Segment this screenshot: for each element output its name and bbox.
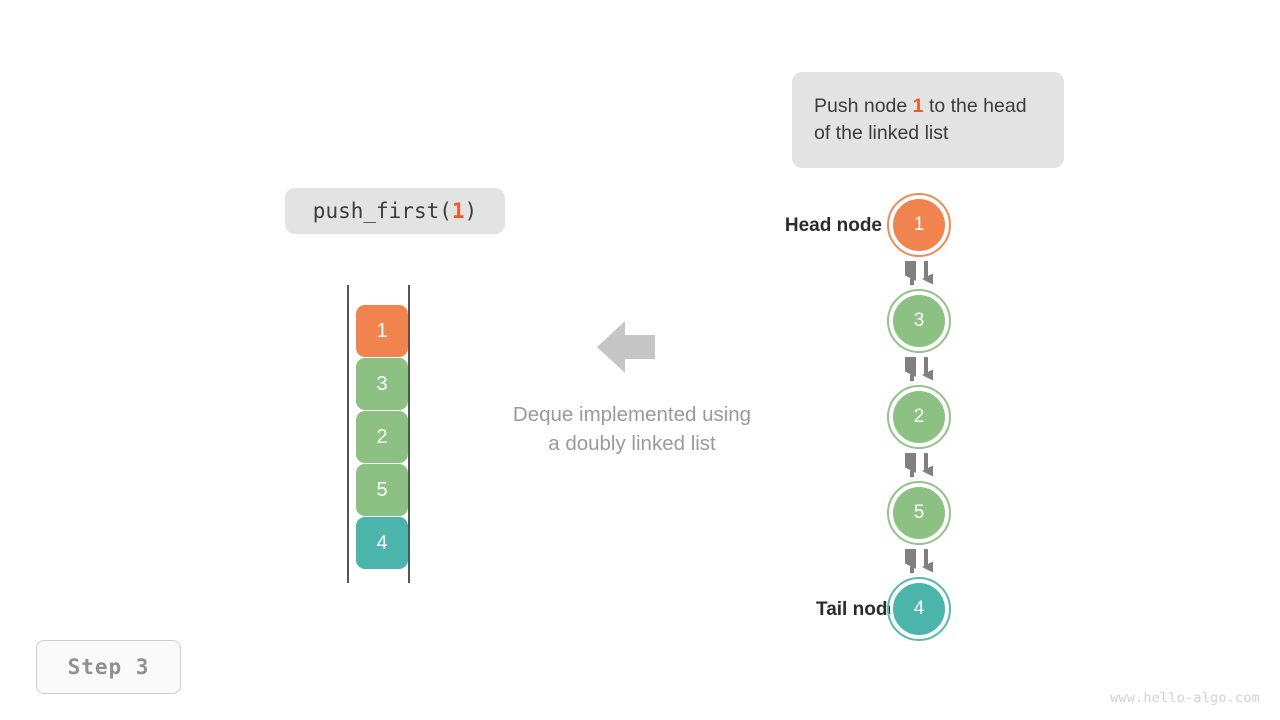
list-node-value: 3	[913, 310, 925, 331]
tail-node-label: Tail node	[816, 599, 898, 620]
array-cell: 2	[356, 411, 408, 463]
array-cell: 3	[356, 358, 408, 410]
array-cell: 1	[356, 305, 408, 357]
list-node: 3	[887, 289, 951, 353]
list-node-value: 5	[913, 502, 925, 523]
array-right-rail	[408, 285, 410, 583]
array-cell: 5	[356, 464, 408, 516]
list-node-value: 1	[913, 214, 925, 235]
operation-badge: push_first(1)	[285, 188, 505, 234]
callout-box: Push node 1 to the head of the linked li…	[792, 72, 1064, 168]
left-arrow-icon	[597, 321, 655, 373]
list-node: 1	[887, 193, 951, 257]
link-arrow-pair	[888, 349, 950, 389]
operation-close-paren: )	[464, 199, 478, 223]
list-node: 5	[887, 481, 951, 545]
callout-text: Push node 1 to the head of the linked li…	[814, 93, 1042, 147]
list-node: 4	[887, 577, 951, 641]
doubly-linked-list: Head node Tail node 1 3 2 5 4	[700, 190, 1030, 650]
step-badge: Step 3	[36, 640, 181, 694]
head-node-label: Head node	[784, 215, 882, 236]
callout-highlight-value: 1	[912, 95, 924, 117]
callout-prefix: Push node	[814, 95, 913, 117]
operation-name: push_first(	[312, 199, 452, 223]
operation-arg: 1	[451, 199, 465, 223]
operation-label: push_first(1)	[313, 199, 477, 223]
caption-line-1: Deque implemented using	[512, 403, 752, 426]
caption-line-2: a doubly linked list	[548, 432, 716, 455]
callout-suffix: to the head of the linked list	[814, 95, 1027, 144]
link-arrow-pair	[888, 541, 950, 581]
link-arrow-pair	[888, 253, 950, 293]
list-node: 2	[887, 385, 951, 449]
array-cell: 4	[356, 517, 408, 569]
watermark: www.hello-algo.com	[1110, 690, 1260, 706]
array-left-rail	[347, 285, 349, 583]
list-node-value: 4	[913, 598, 925, 619]
list-node-value: 2	[913, 406, 925, 427]
diagram-caption: Deque implemented using a doubly linked …	[432, 400, 832, 458]
step-label: Step 3	[67, 655, 150, 679]
link-arrow-pair	[888, 445, 950, 485]
